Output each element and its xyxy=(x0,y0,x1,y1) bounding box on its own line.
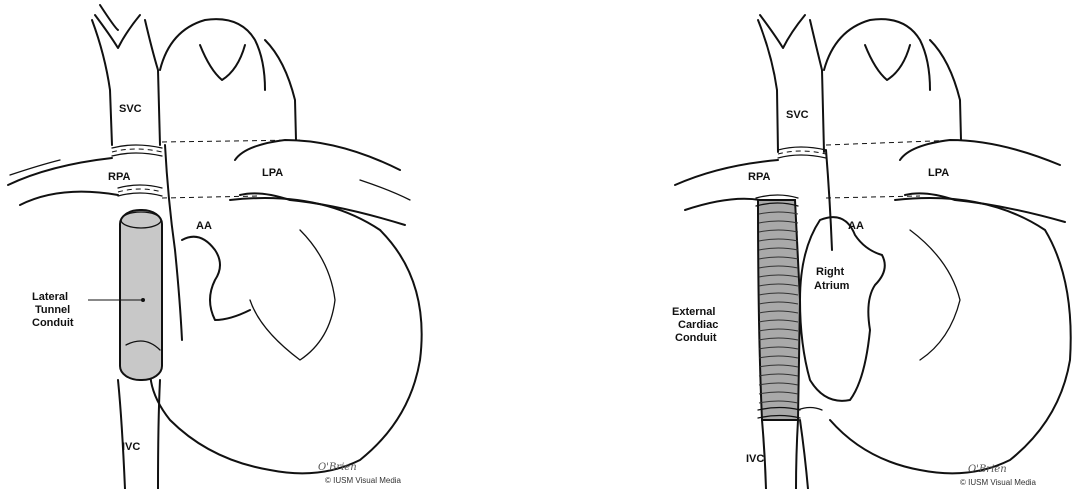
ivc-wall-left xyxy=(118,380,125,489)
svc-wall-left xyxy=(92,20,112,145)
rpa-branch xyxy=(10,160,60,175)
conduit-label-line1: External xyxy=(672,306,715,318)
aorta-descending xyxy=(265,40,296,140)
ivc-anastomosis xyxy=(118,185,162,196)
svc-label: SVC xyxy=(786,109,809,121)
rpa-label: RPA xyxy=(108,171,130,183)
heart-outline xyxy=(150,198,422,473)
conduit-label-line2: Cardiac xyxy=(678,319,718,331)
rpa-label: RPA xyxy=(748,171,770,183)
svc-wall-right xyxy=(145,20,160,145)
conduit-label-line2: Tunnel xyxy=(35,304,70,316)
right-atrium xyxy=(800,217,885,401)
svc-wall-right xyxy=(810,20,824,152)
ivc-wall-right xyxy=(796,420,798,489)
svc-anastomosis xyxy=(112,145,162,156)
lpa-branch xyxy=(360,180,410,200)
ivc-label: IVC xyxy=(746,453,764,465)
svc-anastomosis xyxy=(778,147,826,158)
svc-label: SVC xyxy=(119,103,142,115)
aa-label: AA xyxy=(848,220,864,232)
aorta-arch xyxy=(824,19,930,90)
pa-behind-aorta-bottom xyxy=(826,196,920,198)
lateral-tunnel-diagram: SVC RPA LPA AA IVC Lateral Tunnel Condui… xyxy=(0,0,470,489)
aa-label: AA xyxy=(196,220,212,232)
ventricle-contour xyxy=(910,230,960,360)
rpa-lower xyxy=(20,192,118,205)
aa-left-wall xyxy=(826,150,832,250)
ivc-outer-wall xyxy=(800,420,808,489)
external-conduit-illustration: SVC RPA LPA AA Right Atrium External Car… xyxy=(650,0,1075,489)
svc-branch-left xyxy=(95,15,140,48)
atrium-label-line1: Right xyxy=(816,266,844,278)
ivc-label: IVC xyxy=(122,441,140,453)
conduit-label-line3: Conduit xyxy=(32,317,74,329)
artist-signature: O'Brien xyxy=(318,462,357,473)
aorta-branch-head xyxy=(865,45,910,80)
aorta-arch xyxy=(160,19,265,90)
conduit-label-line1: Lateral xyxy=(32,291,68,303)
rpa-lower xyxy=(685,199,760,210)
aorta-branch-head xyxy=(200,45,245,80)
lpa-upper xyxy=(900,140,1060,165)
aa-left-wall xyxy=(165,145,182,340)
svc-wall-left xyxy=(758,20,778,152)
ivc-wall-right xyxy=(158,380,160,489)
rpa-upper xyxy=(8,158,112,185)
heart-outline xyxy=(830,198,1071,473)
lpa-upper xyxy=(235,140,400,170)
right-atrium-appendage xyxy=(182,237,250,320)
conduit-label-line3: Conduit xyxy=(675,332,717,344)
ventricle-contour xyxy=(250,230,335,360)
copyright-credit: © IUSM Visual Media xyxy=(325,476,402,485)
aorta-descending xyxy=(930,40,961,140)
artist-signature: O'Brien xyxy=(968,464,1007,475)
lateral-tunnel-conduit xyxy=(120,210,162,380)
lpa-label: LPA xyxy=(928,167,949,179)
lateral-tunnel-illustration: SVC RPA LPA AA IVC Lateral Tunnel Condui… xyxy=(0,0,470,489)
copyright-credit: © IUSM Visual Media xyxy=(960,478,1037,487)
lpa-label: LPA xyxy=(262,167,283,179)
external-conduit-diagram: SVC RPA LPA AA Right Atrium External Car… xyxy=(650,0,1075,489)
atrium-label-line2: Atrium xyxy=(814,280,850,292)
external-cardiac-conduit xyxy=(758,200,800,420)
